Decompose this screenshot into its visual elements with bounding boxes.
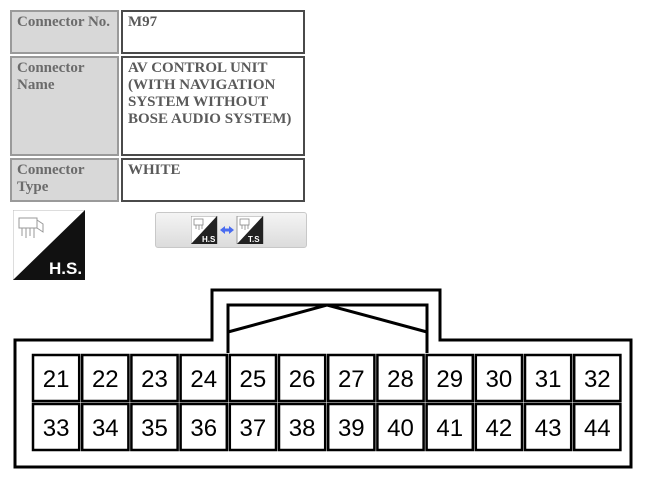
pin-cell-38 [277, 402, 327, 452]
pin-cell-22 [80, 353, 130, 403]
pin-cell-32 [572, 353, 622, 403]
connector-no-row: Connector No. M97 [10, 10, 305, 54]
pin-cell-36 [179, 402, 229, 452]
pin-cell-27 [326, 353, 376, 403]
toggle-left-text: H.S [202, 235, 216, 244]
connector-info-table: Connector No. M97 Connector Name AV CONT… [8, 8, 307, 204]
pin-cell-28 [376, 353, 425, 403]
pin-cell-43 [523, 402, 573, 452]
pin-label-42: 42 [486, 415, 513, 442]
pin-label-40: 40 [387, 415, 414, 442]
connector-type-label: Connector Type [10, 158, 119, 202]
pin-label-44: 44 [584, 415, 611, 442]
pin-cell-39 [326, 402, 376, 452]
pin-cell-29 [425, 353, 475, 403]
pin-cell-24 [179, 353, 229, 403]
connector-name-label: Connector Name [10, 56, 119, 156]
pin-label-33: 33 [43, 415, 70, 442]
pin-label-39: 39 [338, 415, 365, 442]
connector-housing-outline [13, 288, 633, 469]
switch-view-button[interactable]: H.S T.S [155, 212, 307, 248]
pin-cell-40 [376, 402, 425, 452]
pin-cell-26 [277, 353, 327, 403]
pin-label-21: 21 [43, 366, 70, 393]
badge-text: H.S. [49, 259, 82, 278]
pin-label-29: 29 [436, 366, 463, 393]
pin-label-32: 32 [584, 366, 611, 393]
connector-type-row: Connector Type WHITE [10, 158, 305, 202]
pin-label-37: 37 [240, 415, 267, 442]
pin-label-27: 27 [338, 366, 365, 393]
connector-name-value: AV CONTROL UNIT (WITH NAVIGATION SYSTEM … [121, 56, 305, 156]
pin-label-34: 34 [92, 415, 119, 442]
pin-cell-31 [523, 353, 573, 403]
pin-label-24: 24 [190, 366, 217, 393]
pin-label-35: 35 [141, 415, 168, 442]
double-arrow-icon [220, 226, 234, 234]
pin-cell-44 [572, 402, 622, 452]
pin-grid: 21 22 23 24 25 26 27 28 29 30 31 32 33 34 35 36 37 38 39 40… [31, 353, 622, 452]
pin-label-28: 28 [387, 366, 414, 393]
pin-cell-25 [228, 353, 278, 403]
pin-cell-21 [31, 353, 81, 403]
pin-cell-33 [31, 402, 81, 452]
pin-cell-37 [228, 402, 278, 452]
pin-cell-30 [474, 353, 524, 403]
pin-label-31: 31 [535, 366, 562, 393]
connector-face-diagram: 21 22 23 24 25 26 27 28 29 30 31 32 33 34 35 36 37 38 39 40… [13, 288, 633, 469]
pin-label-38: 38 [289, 415, 316, 442]
connector-no-value: M97 [121, 10, 305, 54]
pin-label-23: 23 [141, 366, 168, 393]
pin-label-30: 30 [486, 366, 513, 393]
pin-label-36: 36 [190, 415, 217, 442]
toggle-right-text: T.S [248, 235, 260, 244]
pin-label-26: 26 [289, 366, 316, 393]
pin-label-43: 43 [535, 415, 562, 442]
pin-label-41: 41 [436, 415, 463, 442]
switch-view-icon: H.S T.S [191, 216, 264, 244]
pin-cell-41 [425, 402, 475, 452]
pin-cell-23 [130, 353, 179, 403]
harness-side-icon: H.S. [13, 210, 85, 280]
connector-name-row: Connector Name AV CONTROL UNIT (WITH NAV… [10, 56, 305, 156]
pin-cell-42 [474, 402, 524, 452]
pin-cell-34 [80, 402, 130, 452]
connector-no-label: Connector No. [10, 10, 119, 54]
pin-label-25: 25 [240, 366, 267, 393]
connector-latch [226, 303, 429, 353]
pin-label-22: 22 [92, 366, 119, 393]
connector-type-value: WHITE [121, 158, 305, 202]
pin-cell-35 [130, 402, 179, 452]
